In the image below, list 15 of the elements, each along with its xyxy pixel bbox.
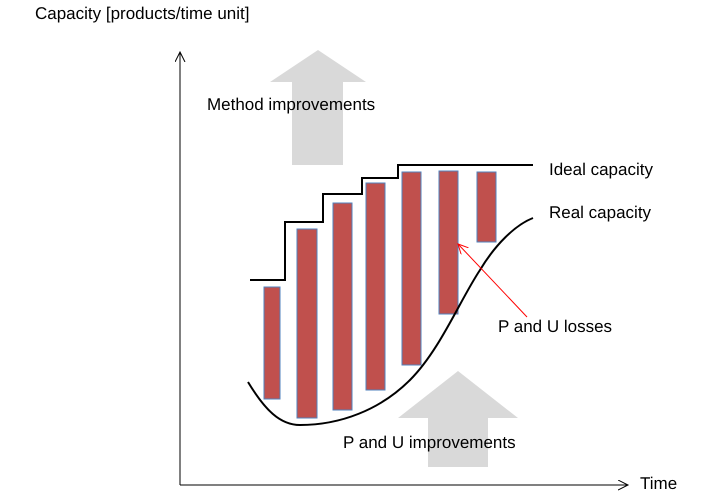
- loss-bar: [402, 172, 422, 366]
- loss-bar: [332, 202, 352, 410]
- loss-bar: [296, 228, 318, 418]
- axis-title: Time: [640, 474, 678, 494]
- loss-bar: [476, 172, 496, 242]
- axis-title: Capacity [products/time unit]: [35, 4, 250, 24]
- loss-bar: [264, 286, 280, 400]
- loss-bar: [438, 170, 458, 314]
- annotation-text: P and U losses: [498, 317, 612, 337]
- annotation-text: Method improvements: [207, 95, 376, 115]
- loss-bar: [366, 182, 386, 390]
- annotation-text: Ideal capacity: [549, 160, 653, 180]
- annotation-text: P and U improvements: [343, 433, 516, 453]
- leader-arrow: [458, 244, 528, 318]
- annotation-text: Real capacity: [549, 203, 652, 223]
